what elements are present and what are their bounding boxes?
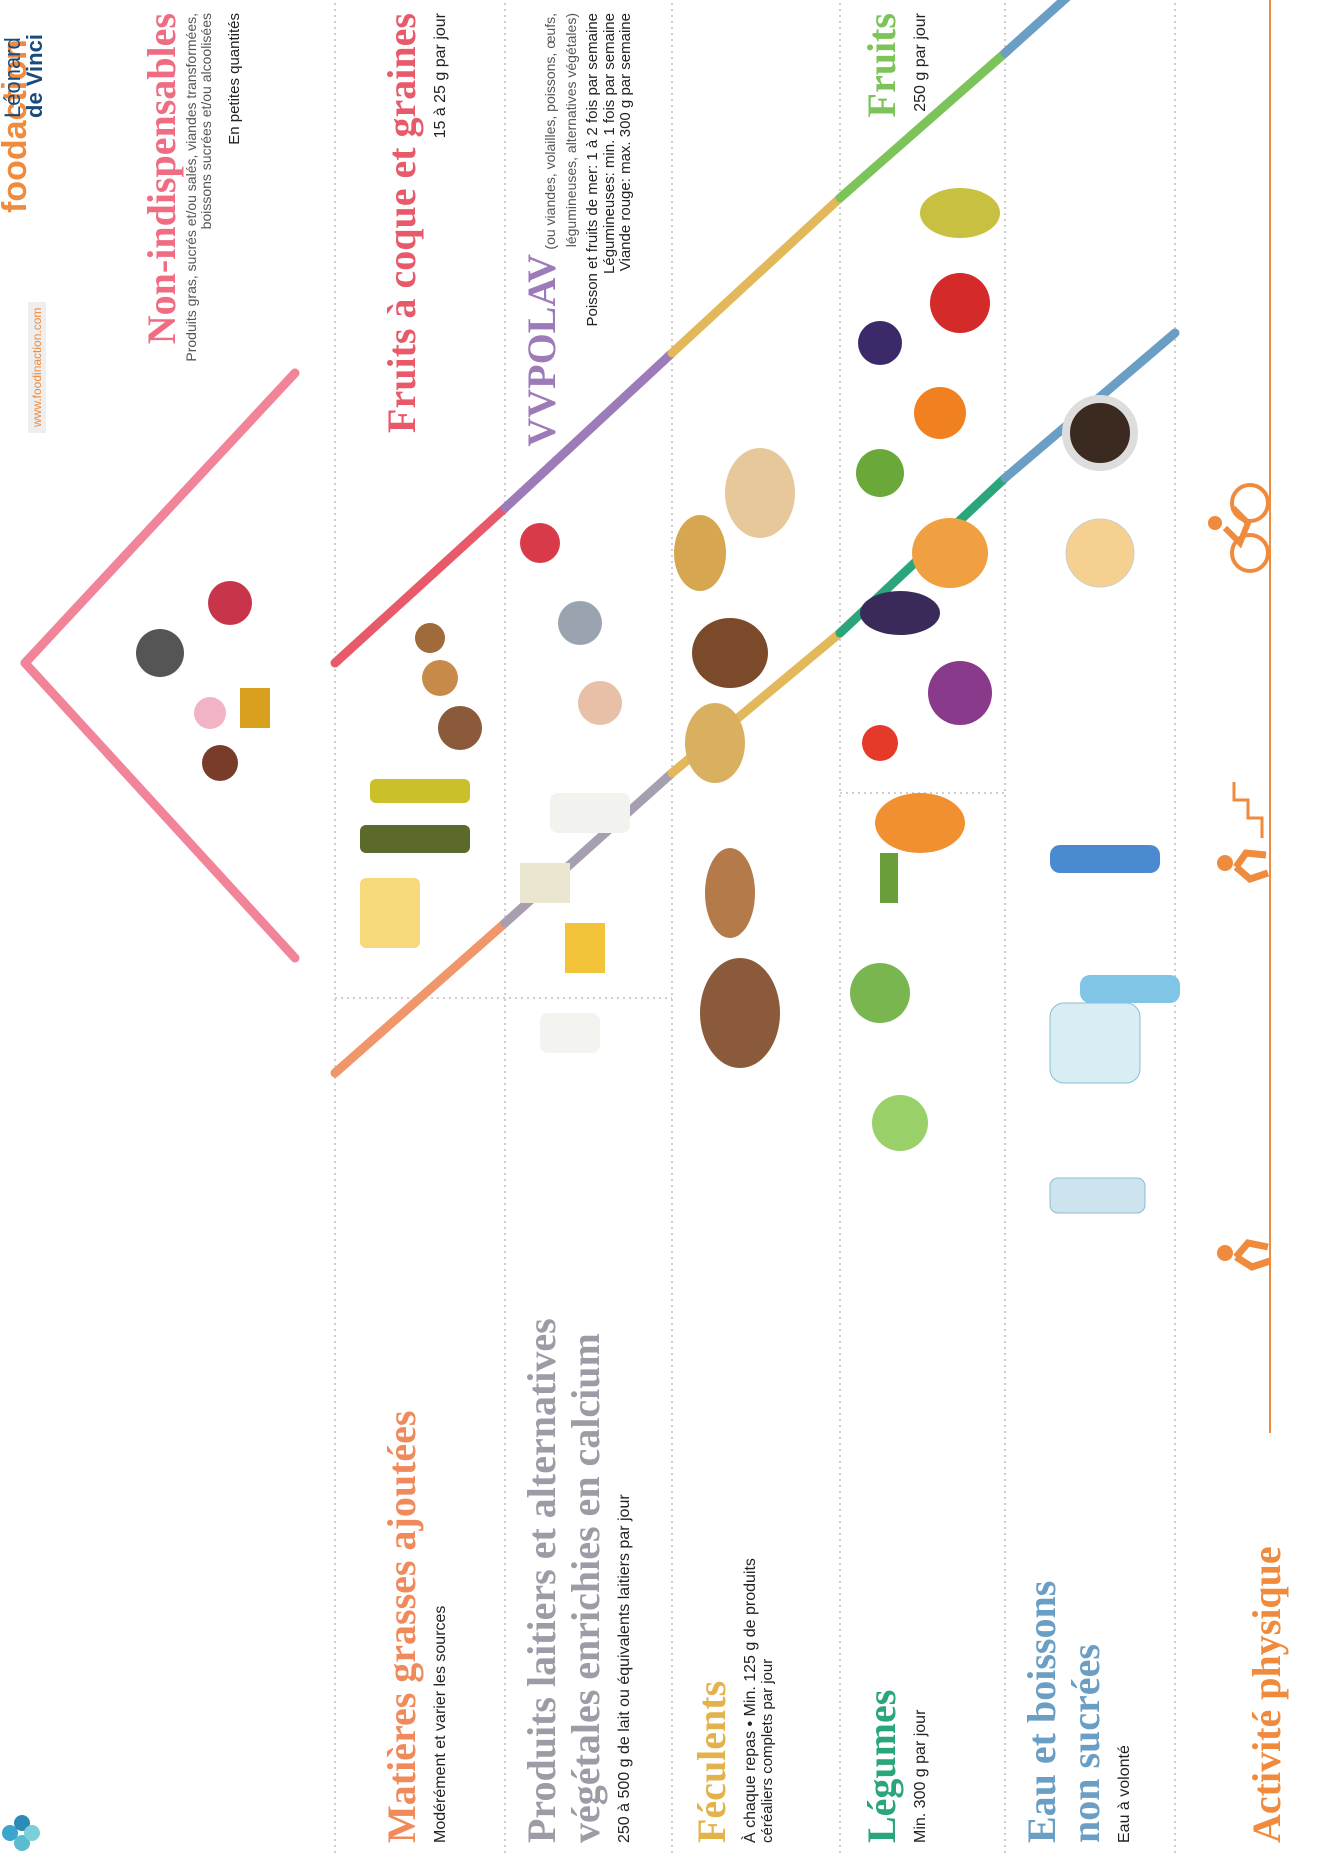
- partner-line-1: Léonard: [0, 37, 25, 118]
- tier-legumes: Légumes Min. 300 g par jour: [859, 1689, 930, 1843]
- tier-quantity: 250 à 500 g de lait ou équivalents laiti…: [616, 1494, 633, 1843]
- tier-matieres-grasses: Matières grasses ajoutées Modérément et …: [379, 1410, 450, 1843]
- flower-icon: [2, 1815, 40, 1851]
- tier-rule-1: Poisson et fruits de mer: 1 à 2 fois par…: [584, 13, 602, 327]
- tier-title: Légumes: [859, 1689, 904, 1843]
- climbing-stairs-icon: [1217, 782, 1270, 883]
- tier-title: Activité physique: [1244, 1546, 1289, 1843]
- tier-quantity: 15 à 25 g par jour: [432, 13, 449, 139]
- tier-title: VVPOLAV: [519, 254, 564, 447]
- walking-icon: [1217, 1239, 1272, 1271]
- tier-feculents: Féculents À chaque repas • Min. 125 g de…: [689, 1558, 776, 1843]
- tier-title: Matières grasses ajoutées: [379, 1410, 424, 1843]
- tier-dividers: [334, 0, 1176, 1853]
- tier-non-indispensables: Non-indispensables Produits gras, sucrés…: [139, 13, 243, 513]
- tier-title: Fruits à coque et graines: [379, 13, 424, 433]
- tier-rule-3: Viande rouge: max. 300 g par semaine: [617, 13, 635, 272]
- tier-title-2: végétales enrichies en calcium: [563, 1333, 608, 1843]
- tier-fruits-coque: Fruits à coque et graines 15 à 25 g par …: [379, 13, 450, 433]
- tier-desc-2: boissons sucrées et/ou alcoolisées: [198, 13, 215, 230]
- tier-activite: Activité physique: [1244, 1536, 1289, 1843]
- tier-title-1: Eau et boissons: [1019, 1580, 1064, 1843]
- tier-desc-1: À chaque repas • Min. 125 g de produits: [742, 1558, 759, 1843]
- tier-produits-laitiers: Produits laitiers et alternatives végéta…: [519, 1318, 634, 1843]
- tier-desc-2: légumineuses, alternatives végétales): [563, 13, 579, 248]
- tier-desc: Modérément et varier les sources: [432, 1605, 449, 1843]
- website-link[interactable]: www.foodinaction.com: [28, 301, 46, 433]
- tier-desc-1: Produits gras, sucrés et/ou salés, viand…: [183, 13, 199, 362]
- tier-desc-2: céréaliers complets par jour: [758, 1658, 776, 1843]
- tier-vvpolav: VVPOLAV (ou viandes, volailles, poissons…: [519, 13, 635, 453]
- top-triangle: [20, 368, 300, 963]
- tier-quantity: Min. 300 g par jour: [912, 1709, 929, 1843]
- tier-fruits: Fruits 250 g par jour: [859, 13, 930, 253]
- tier-eau: Eau et boissons non sucrées Eau à volont…: [1019, 1580, 1134, 1843]
- tier-title: Fruits: [859, 13, 904, 118]
- tier-title: Non-indispensables: [139, 13, 184, 345]
- tier-title: Féculents: [689, 1680, 734, 1843]
- tier-quantity: En petites quantités: [225, 13, 243, 145]
- partner-line-2: de Vinci: [22, 34, 47, 118]
- tier-title-1: Produits laitiers et alternatives: [519, 1318, 564, 1843]
- activity-icons: [1208, 483, 1272, 1271]
- tier-quantity: 250 g par jour: [912, 13, 929, 112]
- tier-title-2: non sucrées: [1063, 1644, 1108, 1843]
- cycling-icon: [1208, 483, 1270, 573]
- food-illustrations: [136, 188, 1180, 1214]
- tier-quantity: Eau à volonté: [1116, 1745, 1133, 1843]
- tier-desc-1: (ou viandes, volailles, poissons, œufs,: [542, 13, 558, 250]
- tier-rule-2: Légumineuses: min. 1 fois par semaine: [600, 13, 618, 274]
- partner-logo-text: Léonard de Vinci: [0, 34, 47, 118]
